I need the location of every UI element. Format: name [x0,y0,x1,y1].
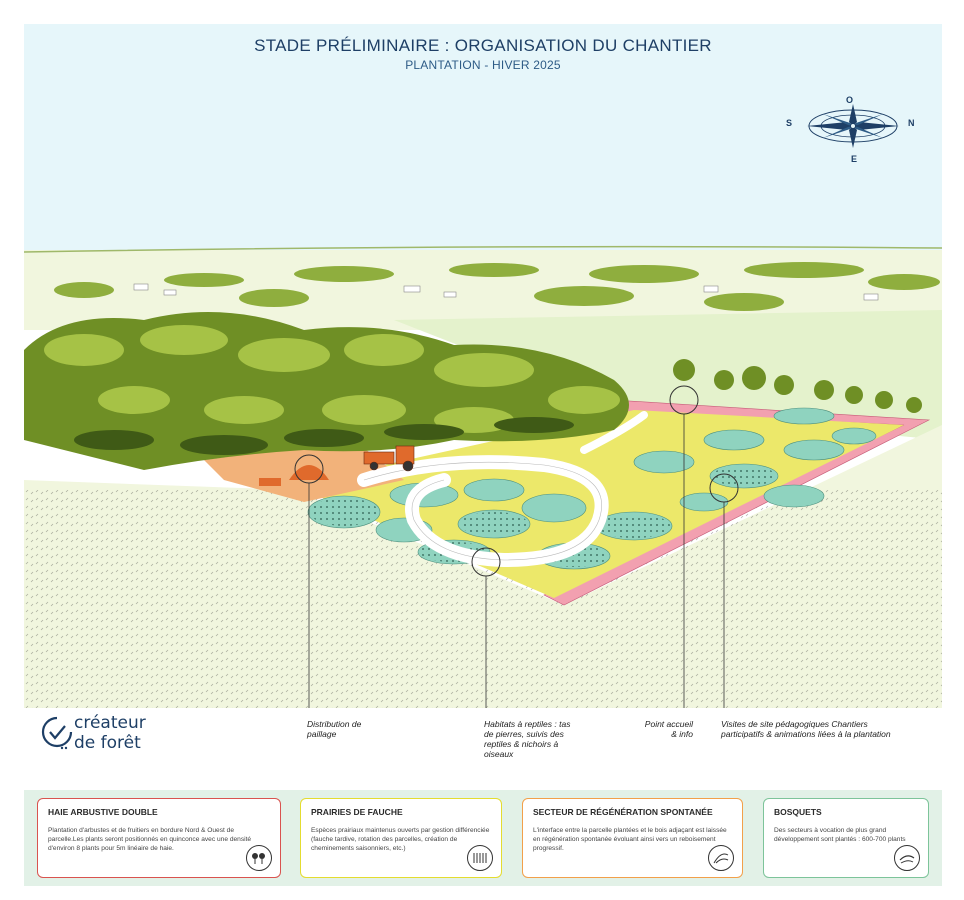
legend-card-title: PRAIRIES DE FAUCHE [311,807,403,817]
legend-card-text: L'interface entre la parcelle plantées e… [533,827,727,852]
distant-trees [54,262,940,311]
compass-label-east: E [851,154,858,164]
regeneration-icon [708,845,734,871]
right-tree-line [673,359,922,413]
site-illustration [24,245,942,708]
callout-mulch-distribution: Distribution de paillage [307,719,362,739]
compass-label-north: N [908,118,915,128]
forest-canopy-highlights [44,325,620,433]
tractor [363,445,415,472]
grove-icon [894,845,920,871]
leader-lines [308,414,725,708]
page-title: STADE PRÉLIMINAIRE : ORGANISATION DU CHA… [254,36,712,55]
shrub-hedge-icon [246,845,272,871]
legend-card-groves: BOSQUETS Des secteurs à vocation de plus… [763,798,929,878]
compass-rose-icon [807,104,899,148]
forest-canopy-shadows [74,417,574,455]
createur-de-foret-logo-icon [41,716,73,750]
legend-card-text: Des secteurs à vocation de plus grand dé… [774,827,906,843]
horizon-line [24,245,942,253]
callout-educational-visits: Visites de site pédagogiques Chantiers p… [721,719,891,739]
logo-text-line1: créateur [74,713,146,733]
compass-label-west: O [846,95,854,105]
legend-card-meadow: PRAIRIES DE FAUCHE Espèces prairiaux mai… [300,798,502,878]
field-right [394,310,942,440]
callout-reptile-habitats: Habitats à reptiles : tas de pierres, su… [484,719,571,759]
legend-card-title: SECTEUR DE RÉGÉNÉRATION SPONTANÉE [533,807,713,817]
meadow-icon [467,845,493,871]
mulch-pile [259,465,329,486]
legend-card-regeneration: SECTEUR DE RÉGÉNÉRATION SPONTANÉE L'inte… [522,798,743,878]
legend-card-title: BOSQUETS [774,807,822,817]
legend-card-title: HAIE ARBUSTIVE DOUBLE [48,807,158,817]
logo-text-line2: de forêt [74,733,141,753]
callout-info-point: Point accueil & info [644,719,693,739]
compass-label-south: S [786,118,793,128]
page-subtitle: PLANTATION - HIVER 2025 [405,58,561,72]
white-path-branch [580,411,648,454]
legend-card-text: Plantation d'arbustes et de fruitiers en… [48,827,252,852]
sky-background [24,24,942,264]
legend-card-text: Espèces prairiaux maintenus ouverts par … [311,827,490,852]
legend-card-hedge: HAIE ARBUSTIVE DOUBLE Plantation d'arbus… [37,798,281,878]
distant-houses [133,283,879,301]
